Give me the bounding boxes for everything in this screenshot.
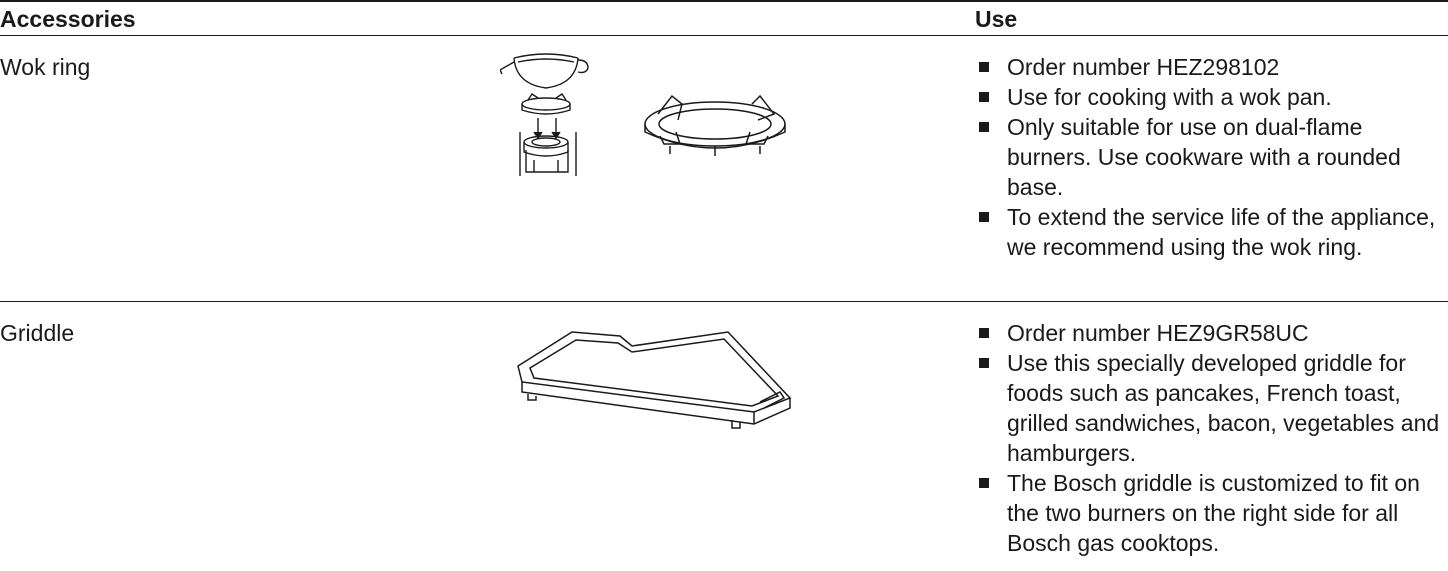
bullet-square-icon (979, 92, 989, 102)
table-row-wok-ring: Wok ring (0, 36, 1448, 302)
header-use: Use (975, 6, 1018, 32)
bullet-square-icon (979, 478, 989, 488)
list-item: Use this specially developed griddle for… (975, 348, 1445, 468)
list-item: Only suitable for use on dual-flame burn… (975, 112, 1417, 202)
list-item: Use for cooking with a wok pan. (975, 82, 1445, 112)
accessory-name: Wok ring (0, 54, 91, 80)
table-row-griddle: Griddle Order number HEZ9GR58UC Use this… (0, 302, 1448, 571)
list-item: Order number HEZ298102 (975, 52, 1445, 82)
wok-on-burner-illustration (500, 53, 589, 176)
header-accessories: Accessories (0, 6, 136, 32)
use-list: Order number HEZ9GR58UC Use this special… (975, 318, 1445, 558)
bullet-square-icon (979, 212, 989, 222)
list-item: The Bosch griddle is customized to fit o… (975, 468, 1445, 558)
bullet-square-icon (979, 328, 989, 338)
wok-ring-illustration (644, 94, 786, 156)
list-item: Order number HEZ9GR58UC (975, 318, 1445, 348)
use-list: Order number HEZ298102 Use for cooking w… (975, 52, 1445, 262)
bullet-square-icon (979, 122, 989, 132)
bullet-square-icon (979, 358, 989, 368)
accessory-name: Griddle (0, 320, 75, 346)
bullet-square-icon (979, 62, 989, 72)
list-item: To extend the service life of the applia… (975, 202, 1445, 262)
griddle-illustration (517, 331, 792, 429)
table-header: Accessories Use (0, 0, 1448, 36)
